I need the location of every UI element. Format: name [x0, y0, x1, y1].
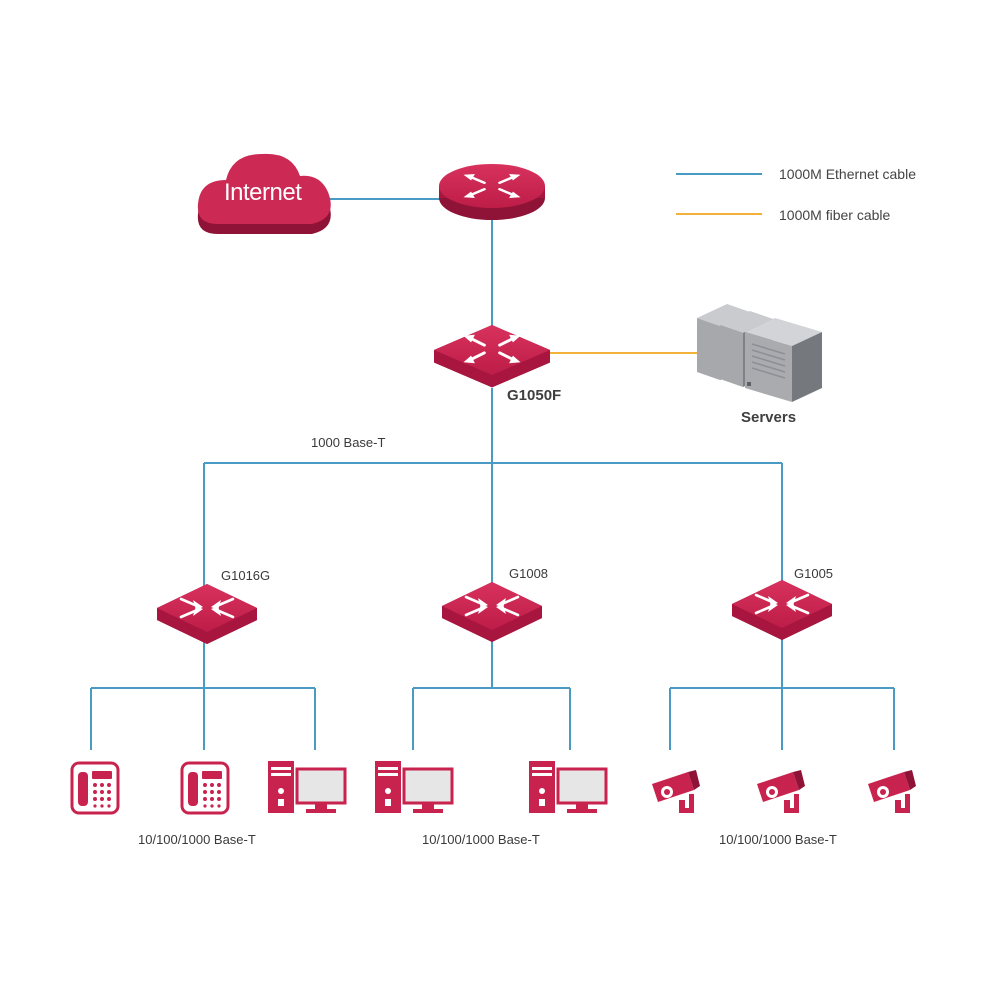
desktop-pc-icon — [373, 759, 454, 815]
server-icon — [697, 304, 822, 402]
switch-mid-label: G1008 — [509, 566, 548, 581]
router-node — [439, 164, 545, 220]
switch-right-node — [732, 580, 832, 640]
router-icon — [439, 164, 545, 220]
legend-fiber-label: 1000M fiber cable — [779, 207, 891, 223]
security-camera-icon — [652, 770, 700, 813]
core-switch-label: G1050F — [507, 387, 561, 404]
switch-right-label: G1005 — [794, 566, 833, 581]
switch-icon — [157, 584, 257, 644]
security-camera-icon — [757, 770, 805, 813]
ip-phone-icon — [180, 761, 230, 815]
desktop-pc-icon — [527, 759, 608, 815]
switch-icon — [434, 325, 550, 388]
security-camera-icon — [868, 770, 916, 813]
cloud-icon — [197, 153, 331, 234]
mid-access-label: 10/100/1000 Base-T — [422, 832, 540, 847]
switch-icon — [732, 580, 832, 640]
switch-mid-node — [442, 582, 542, 642]
switch-icon — [442, 582, 542, 642]
legend: 1000M Ethernet cable 1000M fiber cable — [676, 166, 916, 223]
ip-phone-icon — [70, 761, 120, 815]
internet-label: Internet — [224, 179, 302, 206]
ethernet-cables — [90, 198, 895, 750]
switch-left-node — [157, 584, 257, 644]
legend-ethernet-label: 1000M Ethernet cable — [779, 166, 916, 182]
servers-label: Servers — [741, 409, 796, 426]
desktop-pc-icon — [266, 759, 347, 815]
right-access-label: 10/100/1000 Base-T — [719, 832, 837, 847]
core-switch-node — [434, 325, 550, 388]
internet-node: Internet — [197, 153, 331, 234]
left-access-label: 10/100/1000 Base-T — [138, 832, 256, 847]
uplink-label: 1000 Base-T — [311, 435, 385, 450]
servers-node: Servers — [697, 304, 822, 426]
switch-left-label: G1016G — [221, 568, 270, 583]
